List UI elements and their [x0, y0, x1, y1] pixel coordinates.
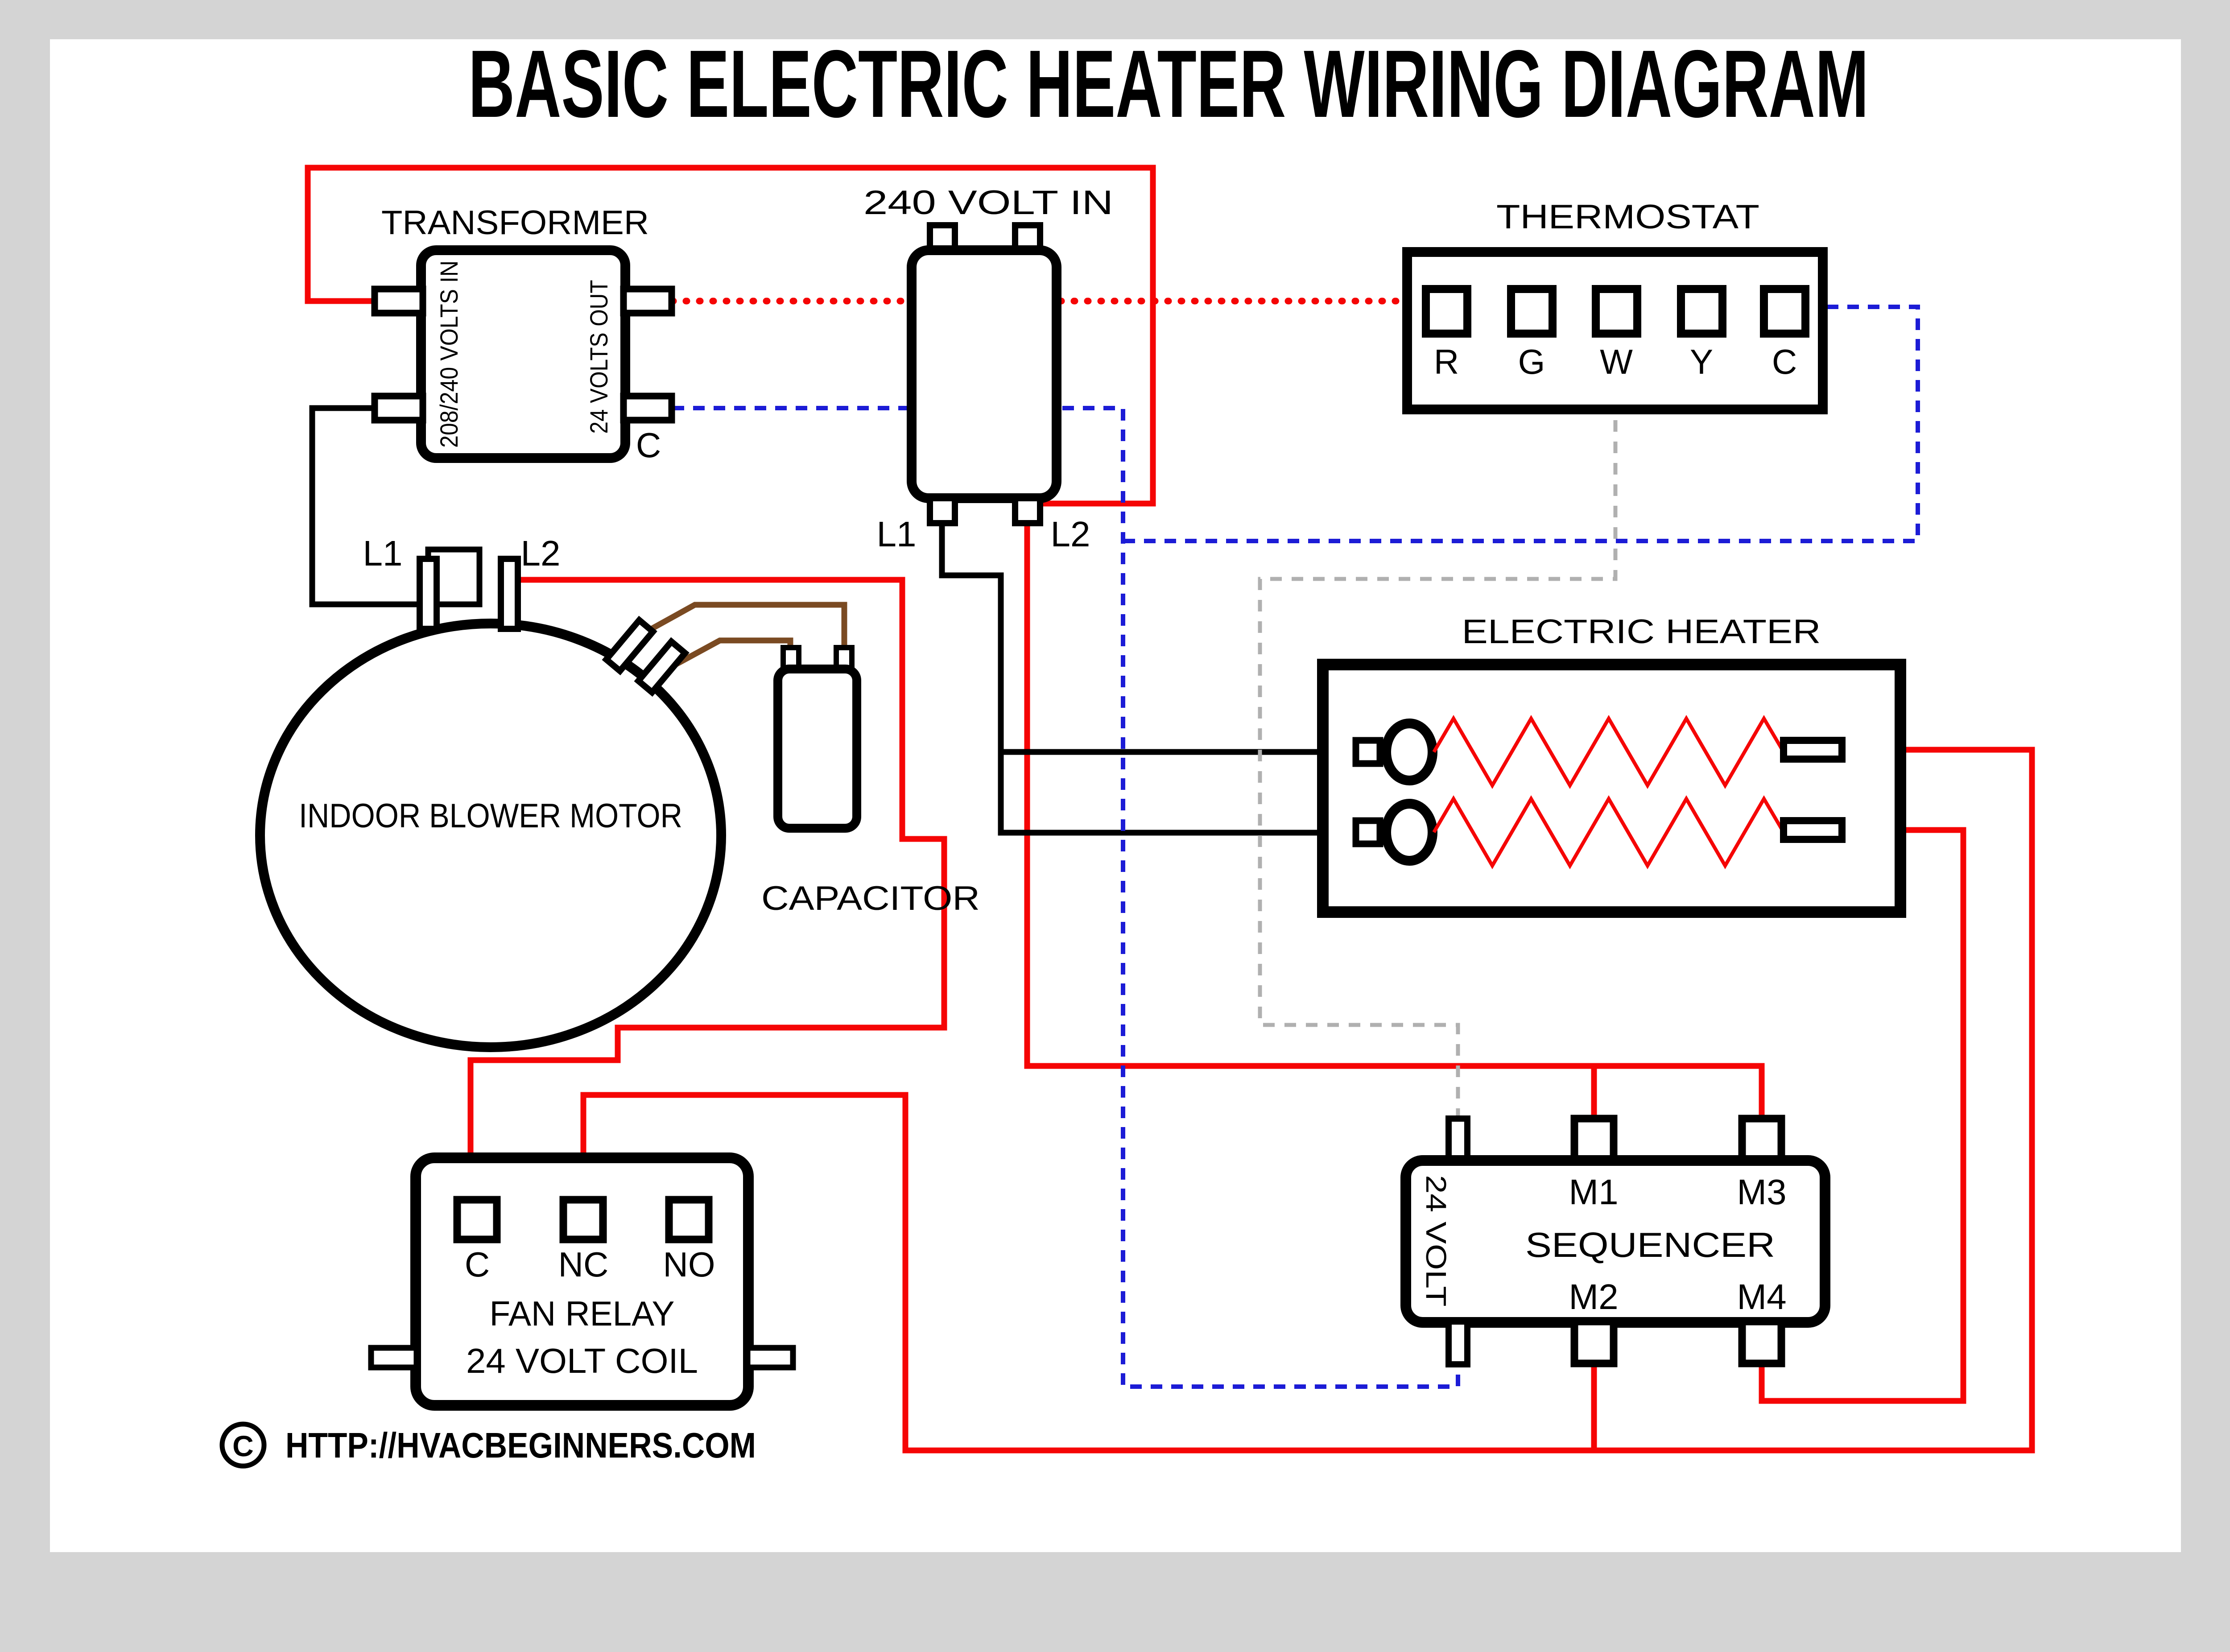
heater-body — [1317, 659, 1906, 918]
thermostat-y-label: Y — [1690, 342, 1713, 381]
motor-winding-stub-1 — [602, 615, 657, 676]
fan-relay-terminal-no — [665, 1196, 713, 1243]
motor-terminal-l1 — [417, 556, 440, 632]
volt-in-body — [907, 245, 1061, 503]
thermostat-terminal-g — [1507, 285, 1557, 338]
thermostat-w-label: W — [1600, 342, 1633, 381]
transformer-terminal-out-r — [620, 285, 675, 317]
fan-relay-terminal-nc — [559, 1196, 607, 1243]
fan-relay-c-label: C — [465, 1245, 490, 1284]
sequencer-label: SEQUENCER — [1525, 1225, 1775, 1264]
capacitor-label: CAPACITOR — [761, 880, 980, 917]
volt-in-label: 240 VOLT IN — [863, 184, 1113, 222]
heater-label: ELECTRIC HEATER — [1462, 613, 1821, 651]
fan-relay-coil-terminal-right — [744, 1345, 796, 1371]
heater-terminal-left-2 — [1352, 817, 1383, 847]
copyright-c: C — [232, 1429, 254, 1462]
thermostat-label: THERMOSTAT — [1496, 198, 1759, 236]
transformer-terminal-in-hot — [371, 285, 426, 317]
volt-in-l1-label: L1 — [877, 514, 917, 554]
sequencer-24v-label: 24 VOLT — [1420, 1175, 1452, 1307]
heater-terminal-left-1 — [1352, 737, 1383, 767]
thermostat-c-label: C — [1772, 342, 1797, 381]
motor-label: INDOOR BLOWER MOTOR — [299, 797, 682, 835]
wire-blue-thermostat-c — [1123, 305, 1920, 543]
fan-relay-nc-label: NC — [558, 1245, 609, 1284]
sequencer-terminal-m4 — [1738, 1317, 1785, 1367]
wire-gray-w-sequencer — [1258, 335, 1618, 1120]
fan-relay-no-label: NO — [663, 1245, 715, 1284]
fan-relay-label-2: 24 VOLT COIL — [466, 1341, 698, 1380]
heater-element-2 — [1432, 795, 1785, 869]
fan-relay-coil-terminal-left — [368, 1345, 420, 1371]
fan-relay-component: C NC NO FAN RELAY 24 VOLT COIL — [368, 1152, 796, 1411]
sequencer-terminal-m1 — [1570, 1115, 1618, 1165]
thermostat-r-label: R — [1434, 342, 1459, 381]
transformer-output-label: 24 VOLTS OUT — [585, 280, 613, 434]
heater-terminal-right-2 — [1780, 817, 1846, 843]
sequencer-m1-label: M1 — [1569, 1172, 1618, 1212]
heater-terminal-right-1 — [1780, 737, 1846, 763]
copyright-icon — [219, 1421, 267, 1469]
thermostat-component: THERMOSTAT R G W Y C — [1402, 198, 1828, 414]
sequencer-m2-label: M2 — [1569, 1277, 1618, 1317]
sequencer-terminal-m3 — [1738, 1115, 1785, 1165]
thermostat-terminal-c — [1760, 285, 1809, 338]
motor-winding-stub-2 — [634, 637, 690, 697]
volt-in-component: 240 VOLT IN L1 L2 — [863, 184, 1113, 554]
sequencer-component: 24 VOLT M1 M3 SEQUENCER M2 M4 — [1400, 1115, 1830, 1367]
footer-url: HTTP://HVACBEGINNERS.COM — [285, 1425, 756, 1465]
transformer-component: TRANSFORMER 208/240 VOLTS IN 24 VOLTS OU… — [371, 204, 675, 465]
sequencer-terminal-24v-top — [1445, 1115, 1470, 1165]
fan-relay-terminal-c — [453, 1196, 501, 1243]
wire-black-motor-l1 — [309, 405, 483, 607]
thermostat-terminal-w — [1592, 285, 1641, 338]
volt-in-l2-label: L2 — [1051, 514, 1090, 554]
transformer-label: TRANSFORMER — [381, 204, 649, 242]
transformer-common-label: C — [636, 425, 661, 465]
sequencer-m4-label: M4 — [1737, 1277, 1786, 1317]
volt-in-terminal-l1 — [927, 495, 958, 526]
wire-red-motor-to-relay-c — [467, 577, 947, 1204]
heater-limit-switch-2 — [1381, 799, 1437, 866]
thermostat-terminal-y — [1677, 285, 1726, 338]
wire-black-heater-row2 — [939, 522, 1358, 836]
wire-brown-capacitor-1 — [635, 602, 847, 651]
motor-body — [255, 619, 726, 1052]
motor-l2-label: L2 — [521, 533, 561, 573]
diagram-title: BASIC ELECTRIC HEATER WIRING DIAGRAM — [468, 30, 1869, 137]
transformer-body — [416, 245, 630, 463]
wire-red-bus-m3 — [1024, 522, 1765, 1122]
sequencer-m3-label: M3 — [1737, 1172, 1786, 1212]
footer: C HTTP://HVACBEGINNERS.COM — [219, 1421, 756, 1469]
wire-blue-common-sequencer — [673, 406, 1460, 1389]
transformer-input-label: 208/240 VOLTS IN — [435, 260, 463, 448]
thermostat-terminal-r — [1422, 285, 1471, 338]
sequencer-terminal-24v-bottom — [1445, 1318, 1470, 1367]
wire-red-heater1-nc — [580, 747, 2035, 1454]
fan-relay-label-1: FAN RELAY — [490, 1294, 675, 1333]
transformer-terminal-out-c — [620, 392, 675, 424]
capacitor-body — [773, 665, 861, 833]
heater-limit-switch-1 — [1381, 719, 1437, 785]
wire-red-heater2-m4 — [1759, 827, 1966, 1404]
motor-terminal-l2 — [498, 556, 521, 632]
heater-element-1 — [1432, 715, 1785, 789]
electric-heater-component: ELECTRIC HEATER — [1317, 613, 1906, 918]
capacitor-component: CAPACITOR — [761, 645, 980, 917]
motor-l1-label: L1 — [363, 533, 403, 573]
sequencer-terminal-m2 — [1570, 1317, 1618, 1367]
blower-motor-component: INDOOR BLOWER MOTOR L1 L2 — [255, 533, 726, 1052]
thermostat-g-label: G — [1518, 342, 1545, 381]
volt-in-terminal-l2 — [1012, 495, 1043, 526]
transformer-terminal-in-neutral — [371, 392, 426, 424]
